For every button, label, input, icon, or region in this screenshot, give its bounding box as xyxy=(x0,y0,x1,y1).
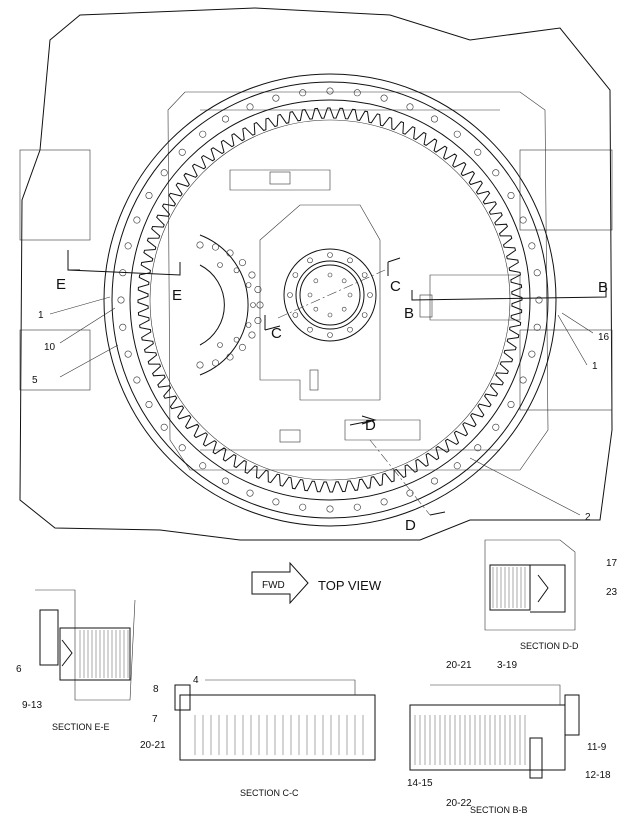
callout-20-22: 20-22 xyxy=(446,798,472,809)
section-letter-b-right: B xyxy=(598,279,608,296)
callout-3-19: 3-19 xyxy=(497,660,517,671)
callout-9-13: 9-13 xyxy=(22,700,42,711)
swing-bearing xyxy=(103,73,557,527)
section-bb-detail xyxy=(409,684,580,779)
callout-6: 6 xyxy=(16,664,22,675)
section-letter-d-top: D xyxy=(365,417,376,434)
section-letter-c-left: C xyxy=(271,325,282,342)
section-dd-detail xyxy=(484,539,576,631)
callout-10: 10 xyxy=(44,342,56,353)
section-title-cc: SECTION C-C xyxy=(240,788,299,798)
callout-labels: 1 10 5 16 1 2 17 23 6 9-13 4 8 7 20-21 2… xyxy=(16,310,618,809)
frame-outline xyxy=(19,7,613,541)
section-letter-d-bottom: D xyxy=(405,517,416,534)
callout-2: 2 xyxy=(585,512,591,523)
bearing-bolt-holes xyxy=(117,87,543,513)
callout-1a: 1 xyxy=(38,310,44,321)
callout-20-21a: 20-21 xyxy=(140,740,166,751)
callout-1b: 1 xyxy=(592,361,598,372)
callout-20-21b: 20-21 xyxy=(446,660,472,671)
callout-17: 17 xyxy=(606,558,618,569)
section-ee-detail xyxy=(35,589,136,701)
section-letter-c-right: C xyxy=(390,278,401,295)
leader-lines xyxy=(49,296,594,516)
view-title: TOP VIEW xyxy=(318,578,382,593)
section-letters: E E C C B B D D xyxy=(56,276,608,534)
section-letter-e-top: E xyxy=(56,276,66,293)
callout-14-15: 14-15 xyxy=(407,778,433,789)
section-title-dd: SECTION D-D xyxy=(520,641,579,651)
section-title-ee: SECTION E-E xyxy=(52,722,110,732)
forward-arrow-icon xyxy=(251,561,309,605)
callout-7: 7 xyxy=(152,714,158,725)
callout-4: 4 xyxy=(193,675,199,686)
ring-gear-teeth xyxy=(137,107,523,493)
callout-23: 23 xyxy=(606,587,618,598)
section-titles: SECTION E-E SECTION C-C SECTION B-B SECT… xyxy=(52,641,579,815)
callout-12-18: 12-18 xyxy=(585,770,611,781)
fwd-label: FWD xyxy=(262,580,285,591)
center-swivel-hub xyxy=(277,248,386,342)
callout-8: 8 xyxy=(153,684,159,695)
callout-16: 16 xyxy=(598,332,610,343)
section-letter-b-left: B xyxy=(404,305,414,322)
pinion-mount-plate xyxy=(196,234,264,376)
section-cut-lines xyxy=(67,250,607,516)
section-title-bb: SECTION B-B xyxy=(470,805,528,815)
callout-11-9: 11-9 xyxy=(587,742,607,753)
section-letter-e-bottom: E xyxy=(172,287,182,304)
section-cc-detail xyxy=(174,679,376,761)
callout-5: 5 xyxy=(32,375,38,386)
